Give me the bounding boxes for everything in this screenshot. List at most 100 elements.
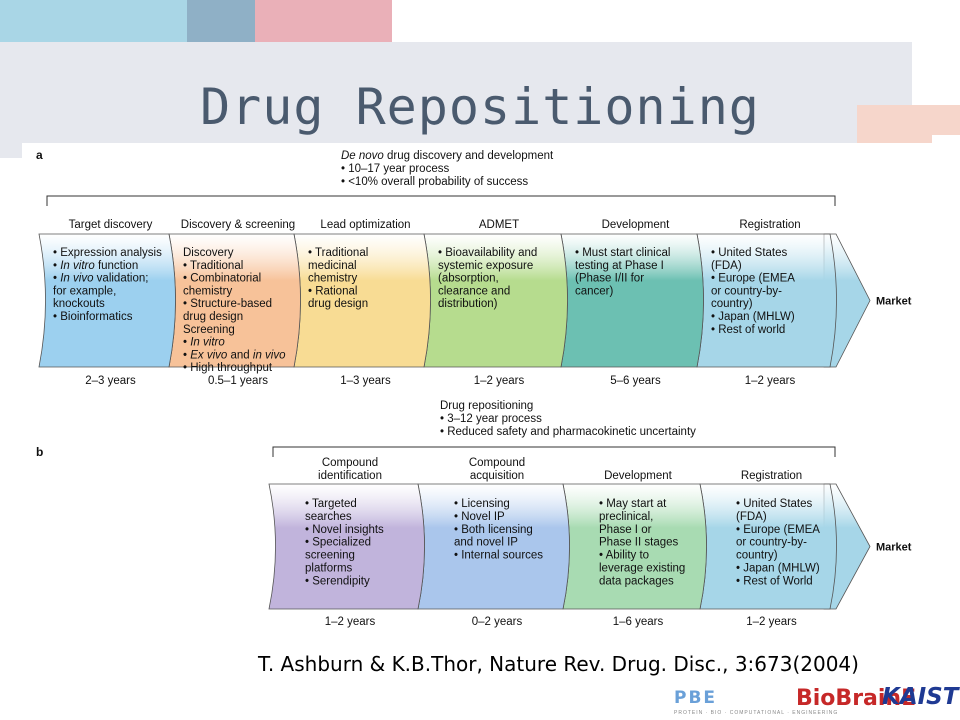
panel_b-stage-duration: 0–2 years (472, 616, 523, 628)
logo-pbe-tagline: PROTEIN · BIO · COMPUTATIONAL · ENGINEER… (674, 710, 839, 716)
panel_b-stage-name: Compound (469, 457, 525, 469)
panel_b-stage-detail: • United States (736, 498, 813, 510)
panel_a-stage-segment (38, 233, 176, 368)
panel_a-stage-detail: • In vitro (183, 337, 225, 349)
panel_b-stage-detail: • Targeted (305, 498, 357, 510)
panel_a-stage-detail: medicinal (308, 260, 357, 272)
panel_a-stage-detail: knockouts (53, 298, 105, 310)
panel_a-stage-detail: distribution) (438, 298, 498, 310)
panel_b-stage-detail: • Rest of World (736, 575, 813, 587)
panel_a-header-title: De novo drug discovery and development (341, 150, 554, 162)
panel_a-stage-duration: 0.5–1 years (208, 375, 268, 387)
panel_b-stage-detail: screening (305, 550, 355, 562)
panel_b-header-bullet: • Reduced safety and pharmacokinetic unc… (440, 426, 696, 438)
panel_b-stage-detail: • Internal sources (454, 550, 543, 562)
panel_b-stage-detail: searches (305, 511, 352, 523)
panel_b-stage-detail: • Specialized (305, 537, 371, 549)
panel_b-stage-detail: • Japan (MHLW) (736, 563, 820, 575)
panel_a-stage-detail: testing at Phase I (575, 260, 664, 272)
panel_b-stage-detail: • Serendipity (305, 575, 370, 587)
panel_a-stage-detail: (FDA) (711, 260, 742, 272)
panel_a-stage-detail: country) (711, 298, 753, 310)
panel_a-stage-detail: • Rest of world (711, 324, 785, 336)
panel_a-stage-detail: • Europe (EMEA (711, 273, 795, 285)
panel_b-stage-detail: platforms (305, 563, 353, 575)
panel_b-stage-name: acquisition (470, 470, 524, 482)
panel_b-stage-duration: 1–2 years (325, 616, 376, 628)
panel_a-stage-detail: systemic exposure (438, 260, 533, 272)
panel_a-stage-detail: (absorption, (438, 273, 499, 285)
panel_a-label: a (36, 148, 43, 162)
panel_a-stage-name: ADMET (479, 219, 519, 231)
panel_b-market-label: Market (876, 542, 912, 554)
panel_a-stage-name: Development (602, 219, 671, 231)
panel_b-stage-detail: (FDA) (736, 511, 767, 523)
panel_b-stage-detail: • Novel IP (454, 511, 505, 523)
panel_a-market-label: Market (876, 296, 912, 308)
panel_a-stage-detail: • Structure-based (183, 298, 272, 310)
panel_a-stage-detail: • Bioavailability and (438, 247, 537, 259)
panel_a-stage-duration: 5–6 years (610, 375, 661, 387)
panel_a-stage-detail: chemistry (183, 285, 232, 297)
panel_b-stage-detail: • Novel insights (305, 524, 384, 536)
panel_a-stage-detail: • Ex vivo and in vivo (183, 349, 286, 361)
panel_b-stage-segment (268, 483, 425, 610)
panel_b-stage-name: Compound (322, 457, 378, 469)
panel_b-stage-detail: and novel IP (454, 537, 518, 549)
panel_a-stage-duration: 1–2 years (474, 375, 525, 387)
panel_a-stage-detail: • Traditional (308, 247, 368, 259)
panel_b-stage-detail: preclinical, (599, 511, 653, 523)
panel_a-stage-detail: • Japan (MHLW) (711, 311, 795, 323)
panel_b-stage-detail: • Ability to (599, 550, 649, 562)
deco-title-band (0, 42, 912, 158)
panel_a-stage-duration: 1–2 years (745, 375, 796, 387)
logo-pbe: PBE (674, 688, 718, 708)
panel_a-stage-detail: or country-by- (711, 285, 782, 297)
panel_a-stage-detail: chemistry (308, 273, 357, 285)
panel_b-stage-duration: 1–2 years (746, 616, 797, 628)
panel_a-stage-detail: Discovery (183, 247, 234, 259)
panel_a-stage-detail: • In vivo validation; (53, 273, 148, 285)
panel_a-stage-detail: • Combinatorial (183, 273, 261, 285)
panel_a-stage-name: Registration (739, 219, 800, 231)
panel_a-stage-detail: • Bioinformatics (53, 311, 133, 323)
panel_b-stage-detail: data packages (599, 575, 674, 587)
panel_a-bracket (46, 195, 836, 206)
panel_a-stage-detail: • In vitro function (53, 260, 138, 272)
panel_b-stage-detail: or country-by- (736, 537, 807, 549)
panel_b-header-title: Drug repositioning (440, 400, 533, 412)
panel_a-stage-name: Target discovery (69, 219, 153, 231)
panel_a-stage-detail: • Rational (308, 285, 357, 297)
panel_a-stage-detail: Screening (183, 324, 235, 336)
panel_a-stage-detail: • United States (711, 247, 788, 259)
slide-title: Drug Repositioning (200, 78, 760, 136)
panel_a-stage-detail: • Expression analysis (53, 247, 162, 259)
panel_b-stage-detail: leverage existing (599, 563, 685, 575)
panel_a-stage-detail: • High throughput (183, 362, 273, 374)
panel_b-header-bullet: • 3–12 year process (440, 413, 542, 425)
panel_b-stage-name: Registration (741, 470, 802, 482)
panel_a-stage-name: Lead optimization (320, 219, 410, 231)
panel_b-stage-detail: • May start at (599, 498, 667, 510)
panel_a-header-bullet: • 10–17 year process (341, 163, 449, 175)
deco-right-salmon-strip (932, 105, 960, 135)
panel_b-label: b (36, 445, 43, 459)
logo-biobraine: BioBrainE (796, 686, 917, 711)
panel_b-stage-detail: country) (736, 550, 778, 562)
panel_b-stage-name: identification (318, 470, 382, 482)
logo-strip: PBE PROTEIN · BIO · COMPUTATIONAL · ENGI… (674, 684, 960, 720)
panel_a-stage-duration: 2–3 years (85, 375, 136, 387)
panel_a-stage-duration: 1–3 years (340, 375, 391, 387)
panel_a-header-bullet: • <10% overall probability of success (341, 176, 528, 188)
panel_a-stage-detail: • Traditional (183, 260, 243, 272)
panel_a-stage-detail: (Phase I/II for (575, 273, 644, 285)
panel_b-stage-duration: 1–6 years (613, 616, 664, 628)
panel_b-stage-detail: • Both licensing (454, 524, 533, 536)
panel_a-stage-detail: drug design (183, 311, 243, 323)
panel_a-stage-detail: • Must start clinical (575, 247, 670, 259)
panel_b-stage-detail: Phase I or (599, 524, 652, 536)
panel_b-bracket (272, 446, 836, 457)
panel_a-stage-detail: clearance and (438, 285, 510, 297)
